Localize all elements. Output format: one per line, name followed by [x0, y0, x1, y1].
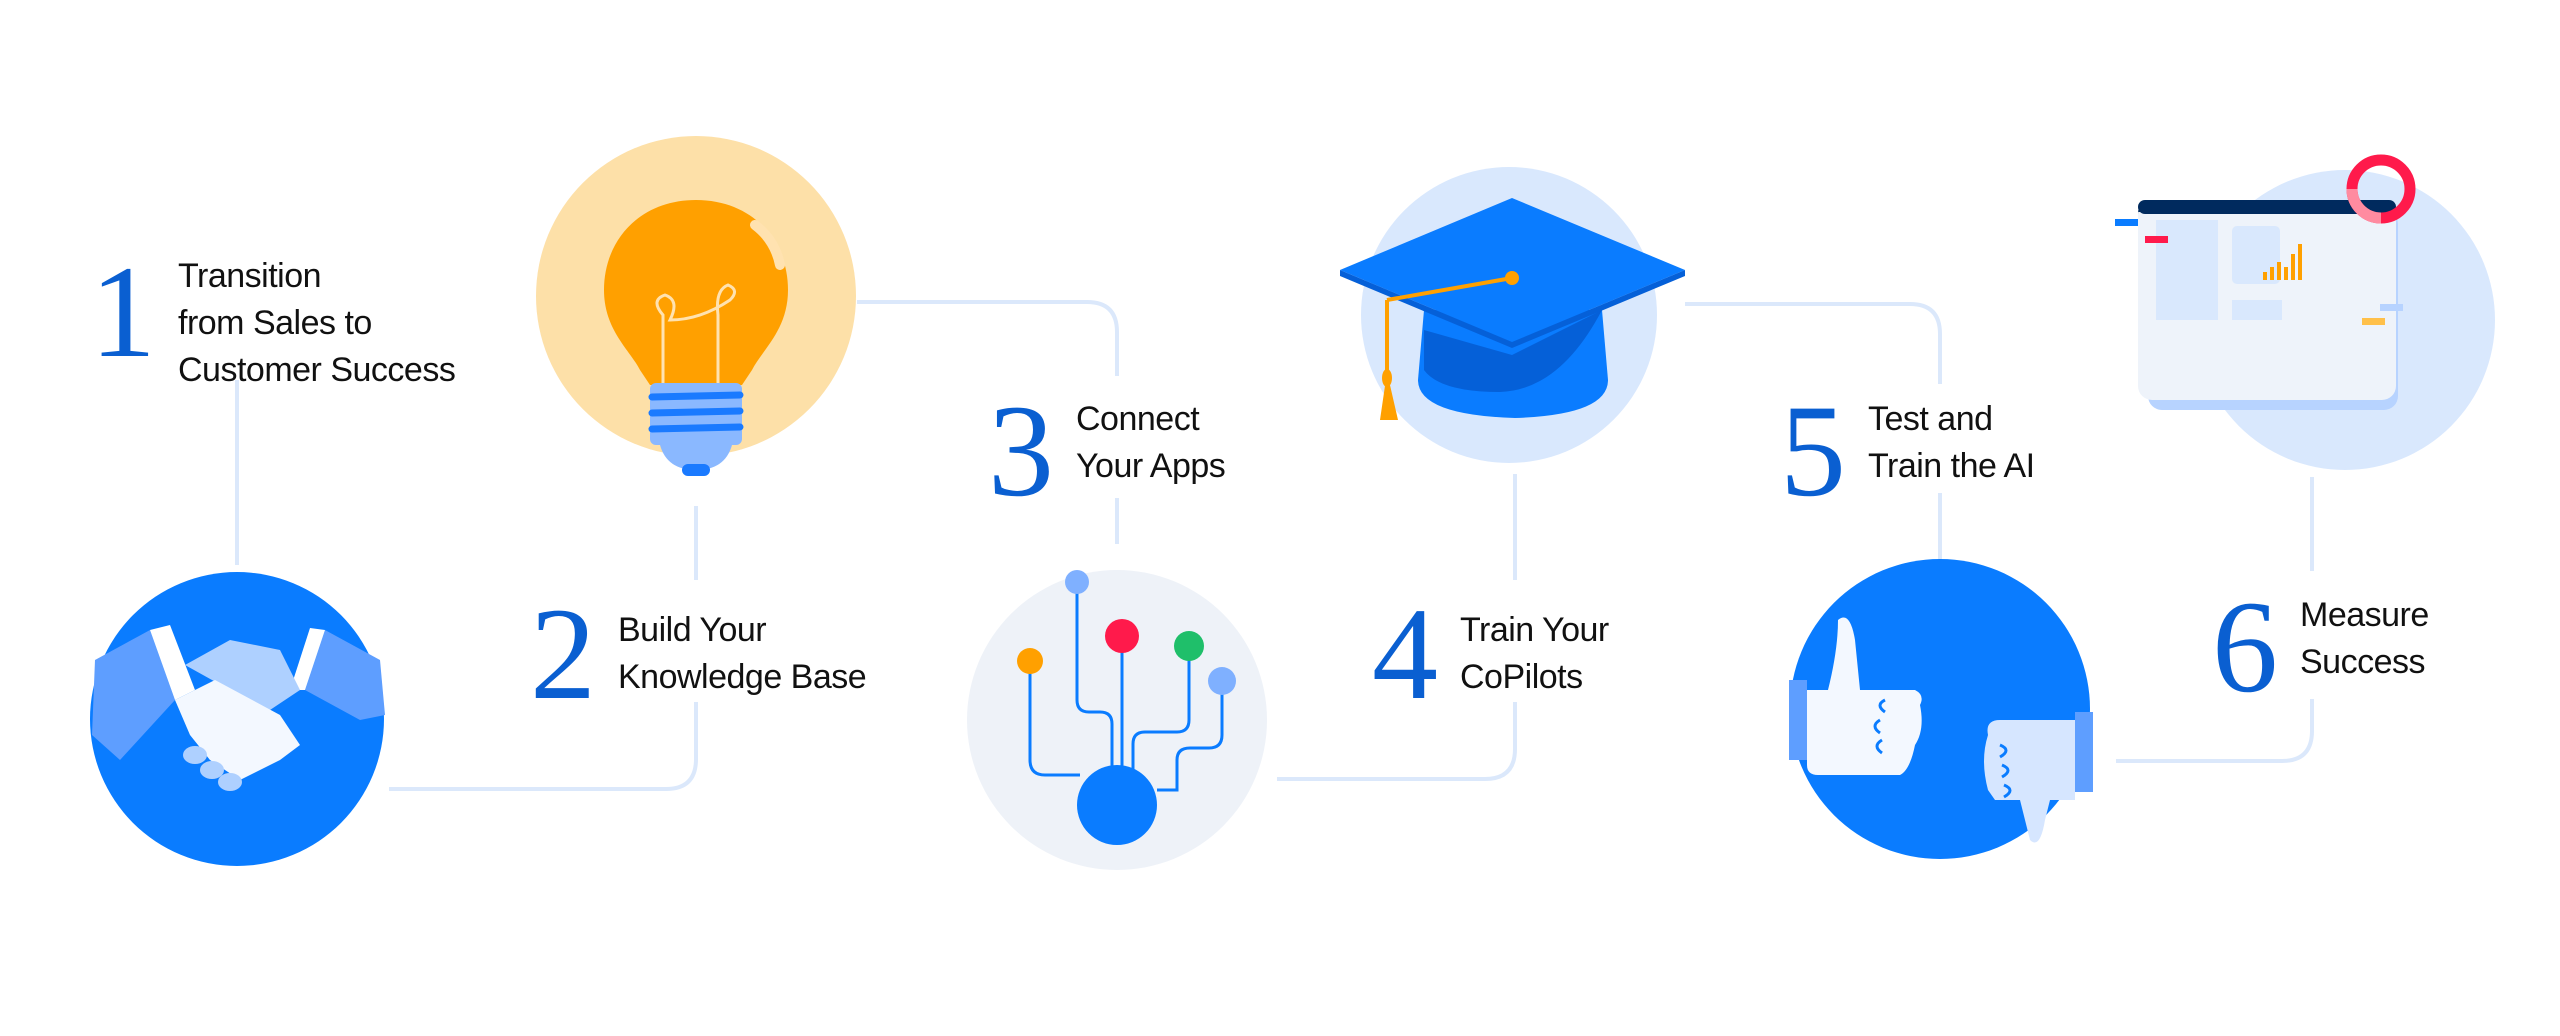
- step-label: Train Your CoPilots: [1460, 595, 1609, 701]
- step-5: 5 Test and Train the AI: [1780, 377, 2035, 524]
- step-label-line: Measure: [2300, 596, 2429, 634]
- step-label-line: Your Apps: [1076, 447, 1226, 485]
- step-label-line: Test and: [1868, 400, 1993, 438]
- step-label-line: Train Your: [1460, 611, 1609, 649]
- step-2: 2 Build Your Knowledge Base: [530, 580, 867, 727]
- step-label-line: Transition: [178, 257, 322, 295]
- step-number: 4: [1372, 580, 1438, 727]
- thumbs-up-down-icon: [1789, 559, 2093, 859]
- step-number: 6: [2212, 573, 2278, 720]
- lightbulb-icon: [536, 136, 856, 476]
- step-label-line: Connect: [1076, 400, 1200, 438]
- analytics-dashboard-icon: [2115, 154, 2495, 470]
- step-label-line: Build Your: [618, 611, 767, 649]
- step-label: Transition from Sales to Customer Succes…: [178, 253, 456, 394]
- step-label: Test and Train the AI: [1868, 392, 2035, 490]
- step-number: 2: [530, 580, 596, 727]
- step-3: 3 Connect Your Apps: [988, 377, 1226, 524]
- graduation-cap-icon: [1340, 167, 1685, 463]
- step-1: 1 Transition from Sales to Customer Succ…: [90, 238, 456, 394]
- step-number: 3: [988, 377, 1054, 524]
- handshake-icon: [90, 572, 385, 866]
- step-4: 4 Train Your CoPilots: [1372, 580, 1609, 727]
- step-label-line: Knowledge Base: [618, 658, 867, 696]
- step-label: Measure Success: [2300, 588, 2429, 686]
- step-label-line: Success: [2300, 643, 2425, 681]
- connector-lines: [235, 300, 2314, 791]
- step-label-line: Train the AI: [1868, 447, 2035, 485]
- step-label-line: CoPilots: [1460, 658, 1583, 696]
- step-label-line: Customer Success: [178, 351, 456, 389]
- step-number: 1: [90, 238, 156, 385]
- step-6: 6 Measure Success: [2212, 573, 2429, 720]
- connected-nodes-icon: [967, 570, 1267, 870]
- step-label: Build Your Knowledge Base: [618, 595, 867, 701]
- step-label-line: from Sales to: [178, 304, 372, 342]
- step-label: Connect Your Apps: [1076, 392, 1226, 490]
- step-number: 5: [1780, 377, 1846, 524]
